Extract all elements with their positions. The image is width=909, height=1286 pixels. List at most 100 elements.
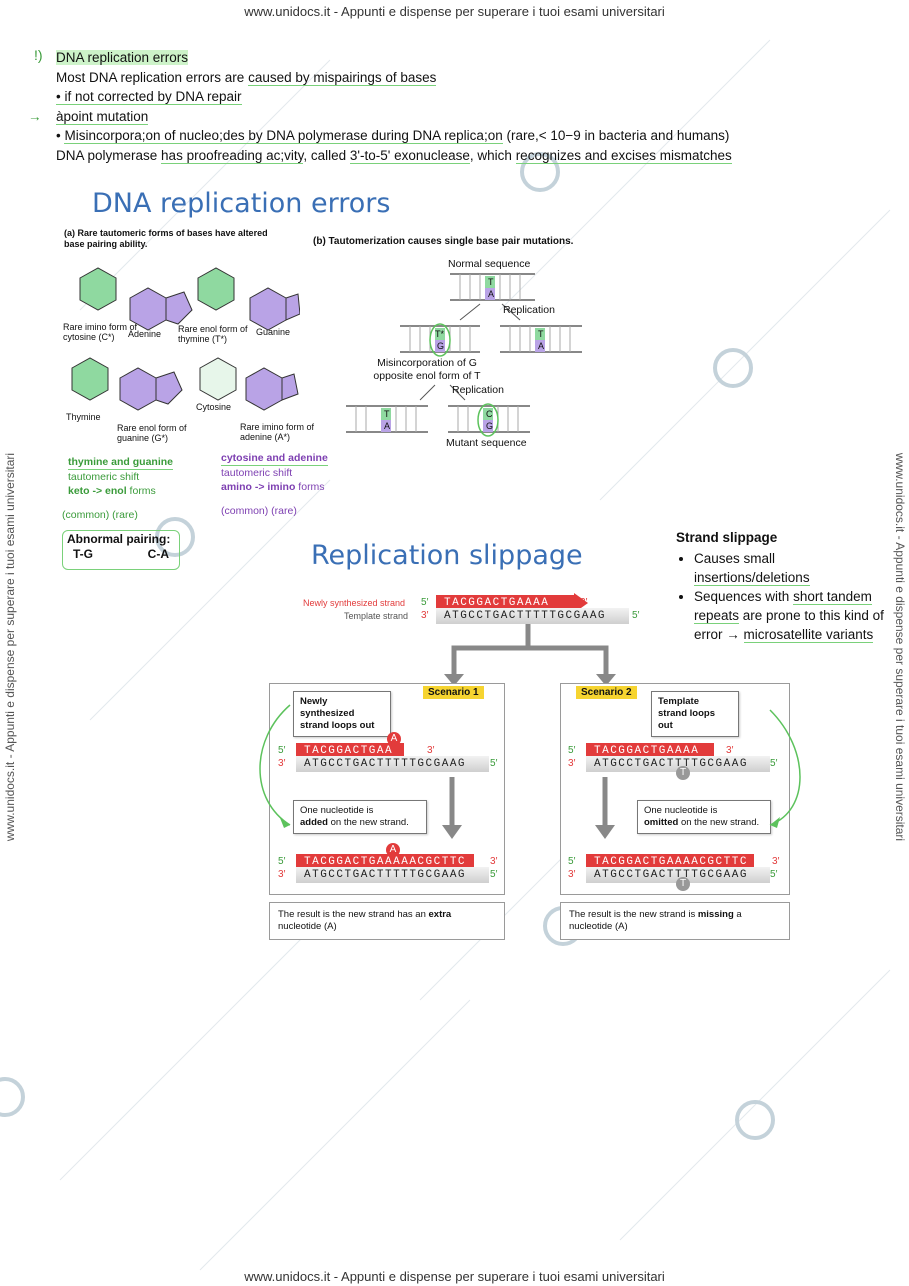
s1-callout: Newly synthesized strand loops out <box>293 691 391 737</box>
label-adenine: Adenine <box>128 329 162 339</box>
replication-label-2: Replication <box>452 384 504 396</box>
label-guanine: Guanine <box>256 327 291 337</box>
s2-result-b: missing <box>697 909 734 920</box>
mutant-sequence-label: Mutant sequence <box>446 437 527 449</box>
label-enol-g: Rare enol form of guanine (G*) <box>117 423 187 443</box>
notes-line5b: has proofreading ac;vity <box>161 147 304 164</box>
panel-b-title: (b) Tautomerization causes single base p… <box>313 236 574 247</box>
notes-line5a: DNA polymerase <box>56 147 162 163</box>
s1-added-base: A <box>386 843 400 857</box>
slippage-b2d: microsatellite variants <box>743 627 874 643</box>
s2-callout: Template strand loops out <box>651 691 739 737</box>
slippage-bullet-1: Causes small insertions/deletions <box>694 549 896 587</box>
branch-arrows <box>444 624 616 686</box>
s1-down-arrow <box>442 777 462 839</box>
notes-title: DNA replication errors <box>56 50 189 65</box>
top-new-5: 5′ <box>421 597 429 608</box>
s2-fin-3: 3′ <box>772 856 780 867</box>
notes-line4b: Misincorpora;on of nucleo;des by DNA pol… <box>64 128 503 144</box>
top-template-strand: ATGCCTGACTTTTTGCGAAG <box>436 608 629 624</box>
s1-callout-a: Newly synthesized <box>300 696 355 719</box>
slippage-title: Strand slippage <box>676 530 778 545</box>
note-right-l1: tautomeric shift <box>221 467 293 479</box>
note-cytosine-adenine: cytosine and adenine tautomeric shift am… <box>221 451 328 518</box>
abnormal-p1: T-G <box>73 547 93 561</box>
note-left-l2b: forms <box>126 485 156 497</box>
label-enol-t: Rare enol form of thymine (T*) <box>178 324 248 344</box>
watermark-bottom: www.unidocs.it - Appunti e dispense per … <box>244 1269 665 1284</box>
s2-omitted-callout: One nucleotide is omitted on the new str… <box>637 800 771 834</box>
newly-synth-label: Newly synthesized strand <box>303 598 406 608</box>
s2-callout-b: strand loops out <box>658 708 716 731</box>
s1-result: The result is the new strand has an extr… <box>269 902 505 940</box>
s2-fin-5: 5′ <box>568 856 576 867</box>
s2-loop-base: T <box>676 766 690 780</box>
note-right-l3: (common) (rare) <box>221 505 297 517</box>
s2-temp-5: 5′ <box>770 758 778 769</box>
s2-final-new: TACGGACTGAAAACGCTTC <box>586 854 754 870</box>
notes-line4a: • <box>56 128 65 143</box>
s1-mid-new: TACGGACTGAA <box>296 743 404 759</box>
misincorporation-label: Misincorporation of G opposite enol form… <box>373 357 481 382</box>
note-left-l1: tautomeric shift <box>68 471 140 483</box>
note-left-l3: (common) (rare) <box>62 509 138 521</box>
s1-add-c: on the new strand. <box>327 817 409 828</box>
s1-add-a: One nucleotide is <box>300 805 374 816</box>
s2-mid-new: TACGGACTGAAAA <box>586 743 714 759</box>
s1-added-callout: One nucleotide is added on the new stran… <box>293 800 427 834</box>
base-g-mutant: G <box>486 421 494 431</box>
notes-line1a: Most DNA replication errors are <box>56 69 249 85</box>
scenario1-tag: Scenario 1 <box>423 686 484 699</box>
slide1-title: DNA replication errors <box>92 188 391 219</box>
note-thymine-guanine: thymine and guanine tautomeric shift ket… <box>62 455 174 522</box>
top-new-strand: TACGGACTGAAAA <box>436 595 574 611</box>
base-t-bottom: T <box>384 409 390 419</box>
top-new-3: 3′ <box>580 597 588 608</box>
green-annotation-arrows <box>259 704 801 828</box>
s1-final-template: ATGCCTGACTTTTTGCGAAG <box>296 867 489 883</box>
base-a-normal: A <box>488 289 495 299</box>
watermark-top: www.unidocs.it - Appunti e dispense per … <box>244 4 665 19</box>
s1-result-c: nucleotide (A) <box>278 921 337 932</box>
note-left-heading: thymine and guanine <box>68 456 174 470</box>
label-thymine: Thymine <box>66 412 101 422</box>
slippage-b1b: insertions/deletions <box>694 570 810 586</box>
abnormal-p2: C-A <box>147 547 169 561</box>
s2-result: The result is the new strand is missing … <box>560 902 790 940</box>
s1-mid-template: ATGCCTGACTTTTTGCGAAG <box>296 756 489 772</box>
s1-final-new: TACGGACTGAAAAACGCTTC <box>296 854 474 870</box>
replication-label-1: Replication <box>503 304 555 316</box>
slippage-b2a: Sequences with <box>694 589 794 604</box>
base-tstar: T* <box>435 329 444 339</box>
s2-fin-temp-3: 3′ <box>568 869 576 880</box>
slippage-b2b: short tandem repeats <box>694 589 872 624</box>
tautomer-structures <box>71 267 300 411</box>
slide2-title: Replication slippage <box>311 540 583 571</box>
label-imino-c: Rare imino form of cytosine (C*) <box>63 322 138 342</box>
notes-line2: • if not corrected by DNA repair <box>56 89 242 105</box>
base-t-right: T <box>538 329 544 339</box>
slippage-b2c: are prone to this kind of error → <box>694 608 884 642</box>
s2-result-c: a nucleotide (A) <box>569 909 742 932</box>
s2-fin-temp-5: 5′ <box>770 869 778 880</box>
s2-om-c: on the new strand. <box>678 817 760 828</box>
slippage-b1a: Causes small <box>694 551 776 566</box>
notes-line5c: , called <box>303 147 350 163</box>
notes-line5f: recognizes and excises mismatches <box>515 147 732 164</box>
template-label: Template strand <box>344 611 409 621</box>
base-g-misinc: G <box>437 341 445 351</box>
note-right-l2b: forms <box>295 481 325 493</box>
s2-mid-template: ATGCCTGACTTTTGCGAAG <box>586 756 770 772</box>
s1-add-b: added <box>300 817 328 828</box>
s1-temp-3: 3′ <box>278 758 286 769</box>
note-right-heading: cytosine and adenine <box>221 452 328 466</box>
s2-final-loop: T <box>676 877 690 891</box>
s2-down-arrow <box>595 777 615 839</box>
notes-line1b: caused by mispairings of bases <box>248 69 437 86</box>
base-c-mutant: C <box>486 409 493 419</box>
base-a-bottom: A <box>384 421 391 431</box>
s1-fin-temp-5: 5′ <box>490 869 498 880</box>
notes-line5d: 3'-to-5' exonuclease <box>349 147 470 164</box>
